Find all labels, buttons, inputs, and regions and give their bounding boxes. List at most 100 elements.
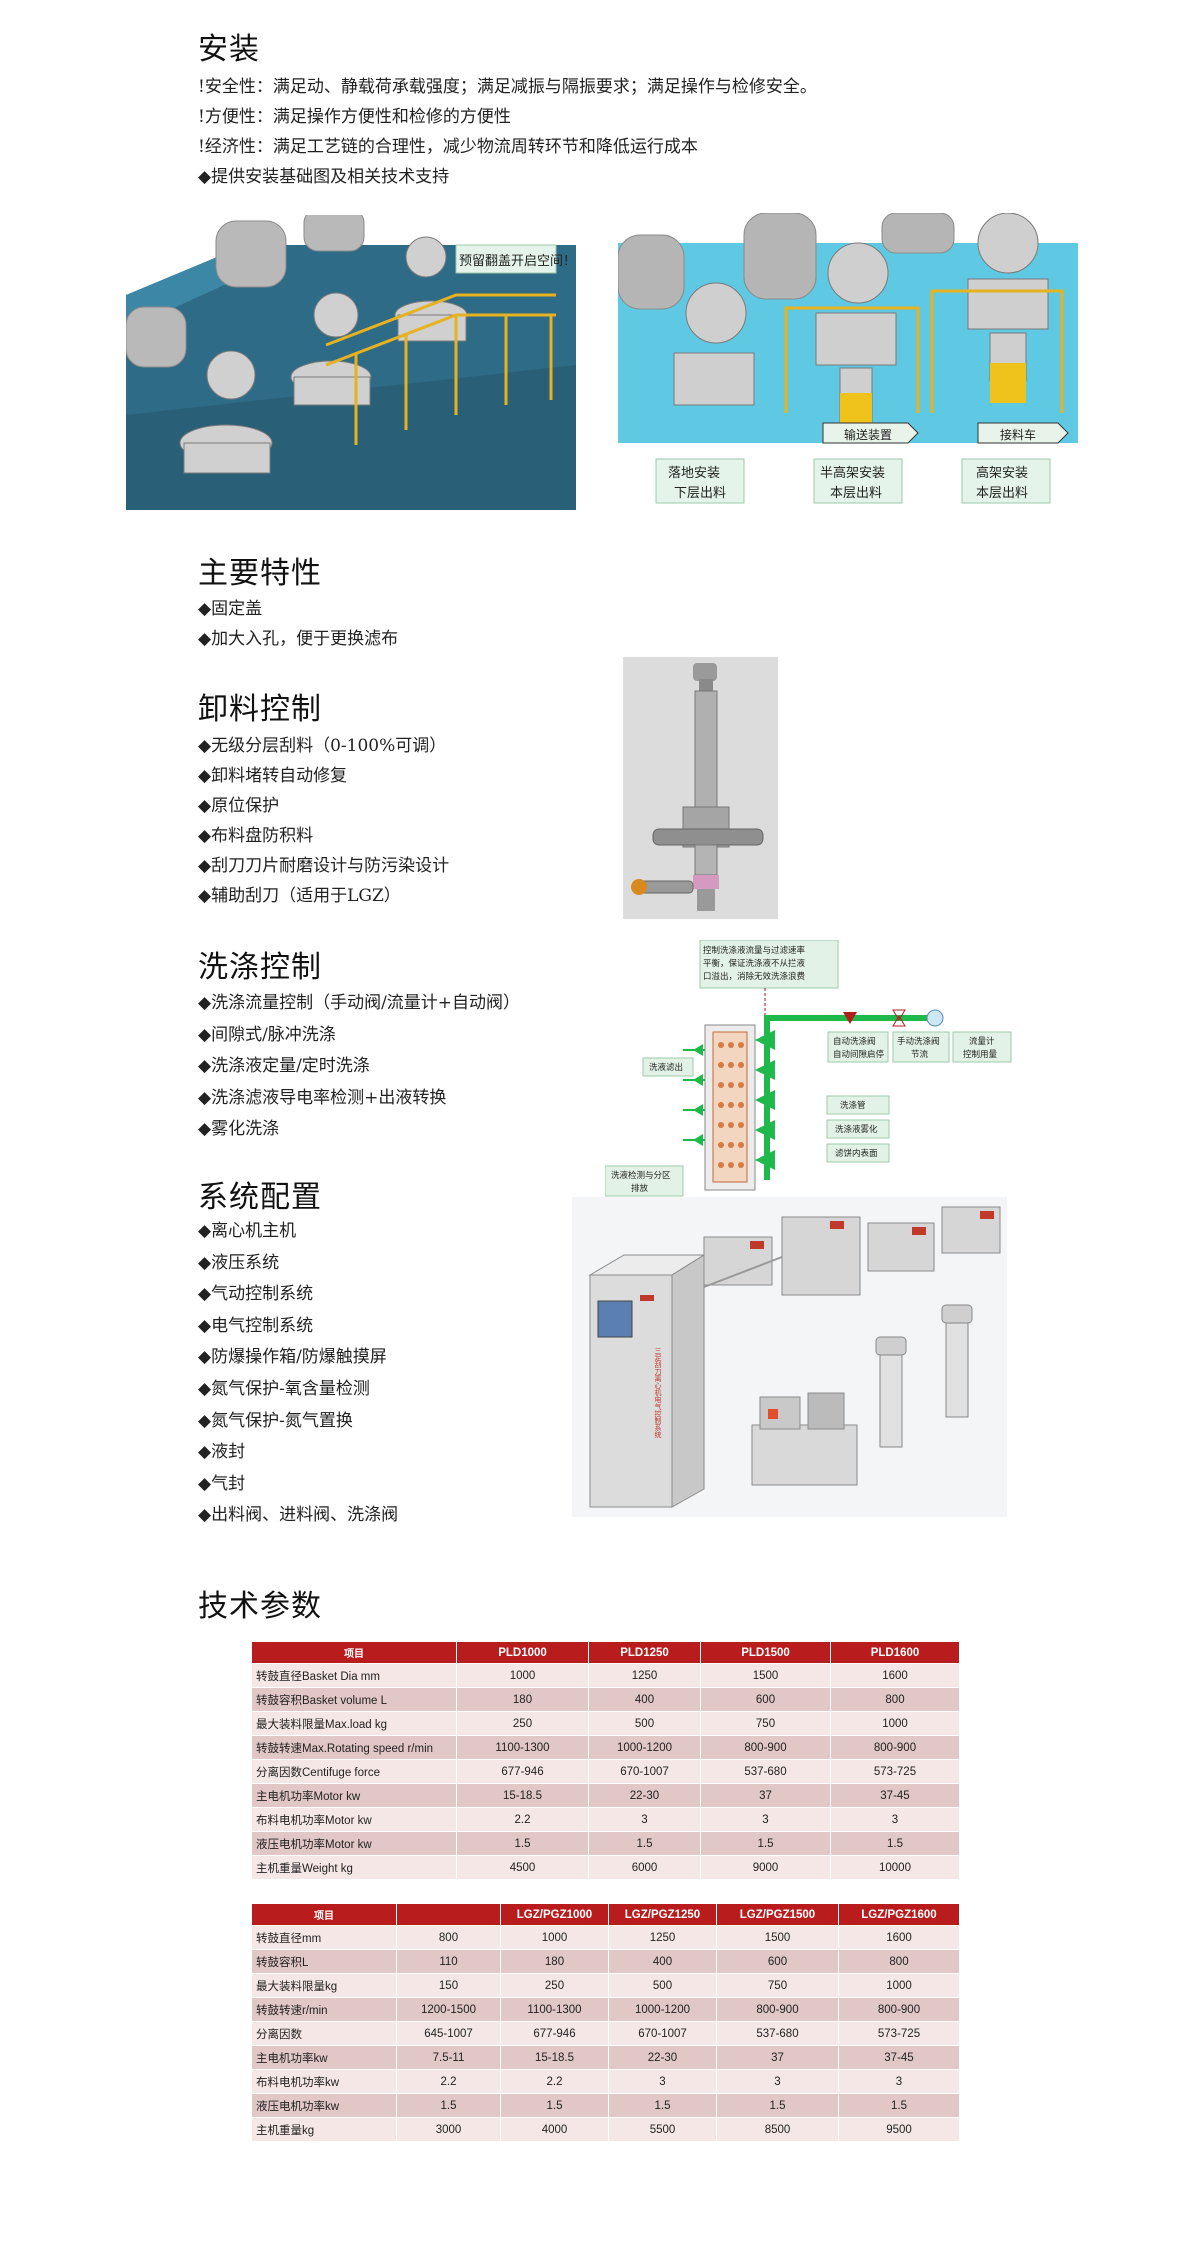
washing-line: ◆雾化洗涤 (198, 1119, 280, 1139)
value-cell: 1.5 (830, 1831, 960, 1856)
features-title: 主要特性 (198, 556, 322, 591)
auto-valve-label-2: 自动间隙启停 (833, 1049, 885, 1059)
value-cell: 1250 (608, 1925, 717, 1950)
value-cell: 500 (608, 1973, 717, 1998)
value-cell: 37 (716, 2045, 839, 2070)
value-cell: 37-45 (838, 2045, 960, 2070)
row-label-cell: 转鼓转速Max.Rotating speed r/min (251, 1735, 457, 1760)
value-cell: 800-900 (716, 1997, 839, 2022)
value-cell: 677-946 (500, 2021, 609, 2046)
install-lines: !安全性：满足动、静载荷承载强度；满足减振与隔振要求；满足操作与检修安全。 !方… (198, 72, 817, 192)
value-cell: 3 (838, 2069, 960, 2094)
system-line: ◆气动控制系统 (198, 1284, 314, 1305)
value-cell: 645-1007 (396, 2021, 501, 2046)
value-cell: 1000-1200 (588, 1735, 701, 1760)
value-cell: 180 (456, 1687, 589, 1712)
value-cell: 670-1007 (588, 1759, 701, 1784)
row-label-cell: 分离因数 (251, 2021, 397, 2046)
system-line: ◆液压系统 (198, 1252, 280, 1273)
value-cell: 1500 (700, 1663, 831, 1688)
value-cell: 5500 (608, 2117, 717, 2142)
value-cell: 150 (396, 1973, 501, 1998)
row-label-cell: 最大装料限量Max.load kg (251, 1711, 457, 1736)
row-label-cell: 主机重量Weight kg (251, 1855, 457, 1880)
row-label-cell: 转鼓直径mm (251, 1925, 397, 1950)
system-line: ◆氮气保护-氮气置换 (198, 1410, 353, 1431)
table-header-row: 项目 LGZ/PGZ1000 LGZ/PGZ1250 LGZ/PGZ1500 L… (251, 1903, 960, 1926)
cabinet-text: 三足刮刀离心机电气控制系统 (654, 1347, 662, 1438)
scraper-render (623, 657, 778, 919)
tag-cart: 接料车 (1000, 428, 1037, 442)
manual-valve-label-2: 节流 (911, 1049, 929, 1059)
value-cell: 1100-1300 (456, 1735, 589, 1760)
installation-render: 预留翻盖开启空间！ (126, 215, 576, 510)
value-cell: 1000 (838, 1973, 960, 1998)
value-cell: 15-18.5 (500, 2045, 609, 2070)
washing-diagram: 控制洗涤液流量与过滤速率 平衡，保证洗涤液不从拦液 口溢出，消除无效洗涤浪费 自… (605, 940, 1015, 1198)
value-cell: 3 (588, 1807, 701, 1832)
flowmeter-label-1: 流量计 (969, 1036, 995, 1046)
value-cell: 600 (700, 1687, 831, 1712)
value-cell: 10000 (830, 1855, 960, 1880)
value-cell: 750 (700, 1711, 831, 1736)
diagram-note-3: 口溢出，消除无效洗涤浪费 (703, 971, 806, 981)
value-cell: 2.2 (500, 2069, 609, 2094)
value-cell: 400 (588, 1687, 701, 1712)
row-label-cell: 转鼓容积L (251, 1949, 397, 1974)
table-header: LGZ/PGZ1250 (608, 1903, 717, 1926)
row-label-cell: 转鼓容积Basket volume L (251, 1687, 457, 1712)
row-label-cell: 液压电机功率Motor kw (251, 1831, 457, 1856)
value-cell: 250 (456, 1711, 589, 1736)
detect-label-2: 排放 (631, 1183, 649, 1193)
value-cell: 537-680 (716, 2021, 839, 2046)
table-header: LGZ/PGZ1600 (838, 1903, 960, 1926)
table-header: 项目 (251, 1641, 457, 1664)
value-cell: 37 (700, 1783, 831, 1808)
value-cell: 573-725 (838, 2021, 960, 2046)
value-cell: 2.2 (396, 2069, 501, 2094)
row-label-cell: 分离因数Centifuge force (251, 1759, 457, 1784)
system-render: 三足刮刀离心机电气控制系统 (572, 1197, 1007, 1517)
value-cell: 750 (716, 1973, 839, 1998)
washing-line: ◆洗涤液定量/定时洗涤 (198, 1056, 370, 1076)
filtrate-label: 洗液滤出 (649, 1062, 684, 1072)
features-line: ◆加大入孔，便于更换滤布 (198, 629, 399, 649)
value-cell: 22-30 (608, 2045, 717, 2070)
value-cell: 250 (500, 1973, 609, 1998)
row-label-cell: 主机重量kg (251, 2117, 397, 2142)
table-header (396, 1903, 501, 1926)
tag-floor-2: 下层出料 (674, 486, 727, 501)
table-header: PLD1000 (456, 1641, 589, 1664)
spray-label: 洗涤液雾化 (835, 1124, 878, 1134)
value-cell: 677-946 (456, 1759, 589, 1784)
value-cell: 1100-1300 (500, 1997, 609, 2022)
value-cell: 9000 (700, 1855, 831, 1880)
system-lines: ◆离心机主机 ◆液压系统 ◆气动控制系统 ◆电气控制系统 ◆防爆操作箱/防爆触摸… (198, 1216, 398, 1532)
system-line: ◆出料阀、进料阀、洗涤阀 (198, 1505, 399, 1526)
value-cell: 1000 (456, 1663, 589, 1688)
value-cell: 1000 (500, 1925, 609, 1950)
value-cell: 1250 (588, 1663, 701, 1688)
washing-line: ◆间隙式/脉冲洗涤 (198, 1024, 336, 1045)
value-cell: 3000 (396, 2117, 501, 2142)
tag-floor-1: 落地安装 (668, 466, 721, 481)
install-line: !安全性：满足动、静载荷承载强度；满足减振与隔振要求；满足操作与检修安全。 (198, 77, 817, 97)
discharge-line: ◆无级分层刮料（0-100%可调） (198, 736, 447, 756)
system-line: ◆防爆操作箱/防爆触摸屏 (198, 1347, 387, 1368)
value-cell: 600 (716, 1949, 839, 1974)
value-cell: 3 (830, 1807, 960, 1832)
system-title: 系统配置 (198, 1180, 322, 1215)
detect-label-1: 洗液检测与分区 (611, 1170, 671, 1180)
value-cell: 9500 (838, 2117, 960, 2142)
